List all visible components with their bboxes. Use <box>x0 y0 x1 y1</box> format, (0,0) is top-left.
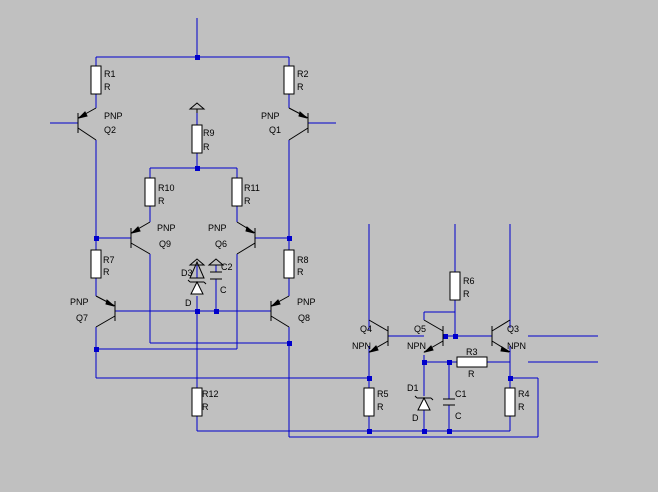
d3-name: D3 <box>181 268 193 278</box>
q1-name: Q1 <box>269 125 281 135</box>
r1-name: R1 <box>104 69 116 79</box>
resistor-r11: R11 R <box>231 177 260 207</box>
r10-name: R10 <box>158 183 175 193</box>
q5-name: Q5 <box>414 324 426 334</box>
r7-value: R <box>103 267 110 277</box>
supply-arrow-icon <box>188 102 206 113</box>
resistor-r6: R6 R <box>449 271 475 301</box>
resistor-r7: R7 R <box>90 249 115 279</box>
r4-name: R4 <box>518 389 530 399</box>
r5-name: R5 <box>377 389 389 399</box>
q1-type: PNP <box>261 111 280 121</box>
capacitor-c1: C1 C <box>443 389 467 421</box>
transistor-q7: PNP Q7 <box>70 295 116 328</box>
resistor-r12: R12 R <box>191 387 219 417</box>
q4-name: Q4 <box>360 324 372 334</box>
transistor-q2: PNP Q2 <box>77 107 123 141</box>
r3-name: R3 <box>466 347 478 357</box>
q8-name: Q8 <box>298 313 310 323</box>
d1-value: D <box>412 413 419 423</box>
r7-name: R7 <box>103 255 115 265</box>
transistor-q6: PNP Q6 <box>208 221 256 255</box>
q6-name: Q6 <box>215 239 227 249</box>
r6-value: R <box>463 289 470 299</box>
r2-name: R2 <box>297 69 309 79</box>
c2-name: C2 <box>221 262 233 272</box>
r11-name: R11 <box>244 183 260 193</box>
q9-type: PNP <box>157 223 176 233</box>
transistor-q4: Q4 NPN <box>352 319 389 353</box>
r10-value: R <box>158 196 165 206</box>
q2-type: PNP <box>104 111 123 121</box>
r8-name: R8 <box>297 255 309 265</box>
transistor-q3: Q3 NPN <box>491 319 526 353</box>
r12-value: R <box>202 402 209 412</box>
transistor-q8: PNP Q8 <box>270 295 316 328</box>
diode-d3: D3 D <box>181 260 207 308</box>
c1-value: C <box>455 411 462 421</box>
transistor-q9: PNP Q9 <box>130 221 176 255</box>
q2-name: Q2 <box>104 125 116 135</box>
q3-name: Q3 <box>507 324 519 334</box>
q6-type: PNP <box>208 223 227 233</box>
q8-type: PNP <box>297 297 316 307</box>
resistor-r2: R2 R <box>283 65 309 95</box>
transistor-q1: PNP Q1 <box>261 107 309 141</box>
r9-name: R9 <box>203 128 215 138</box>
r11-value: R <box>244 196 251 206</box>
r9-value: R <box>203 142 210 152</box>
r6-name: R6 <box>463 276 475 286</box>
c1-name: C1 <box>455 389 467 399</box>
r3-value: R <box>468 369 475 379</box>
ground-arrow-icon <box>188 258 225 266</box>
r8-value: R <box>297 267 304 277</box>
q9-name: Q9 <box>159 239 171 249</box>
q7-name: Q7 <box>76 313 88 323</box>
r5-value: R <box>377 402 384 412</box>
r4-value: R <box>518 402 525 412</box>
resistor-r4: R4 R <box>504 387 530 417</box>
r2-value: R <box>297 82 304 92</box>
resistor-r5: R5 R <box>363 387 389 417</box>
resistor-r8: R8 R <box>283 249 309 279</box>
resistor-r3: R3 R <box>456 347 488 379</box>
d1-name: D1 <box>407 383 419 393</box>
q4-type: NPN <box>352 341 371 351</box>
r12-name: R12 <box>202 389 219 399</box>
r1-value: R <box>104 82 111 92</box>
resistor-r1: R1 R <box>90 65 116 95</box>
diode-d1: D1 D <box>407 383 434 423</box>
q3-type: NPN <box>507 341 526 351</box>
transistor-q5: Q5 NPN <box>407 311 455 353</box>
c2-value: C <box>220 285 227 295</box>
junction-dots <box>94 55 513 434</box>
resistor-r10: R10 R <box>144 177 175 207</box>
q7-type: PNP <box>70 297 89 307</box>
resistor-r9: R9 R <box>191 124 215 154</box>
q5-type: NPN <box>407 341 426 351</box>
wires <box>50 18 598 438</box>
capacitor-c2: C2 C <box>210 262 233 295</box>
d3-value: D <box>185 298 192 308</box>
